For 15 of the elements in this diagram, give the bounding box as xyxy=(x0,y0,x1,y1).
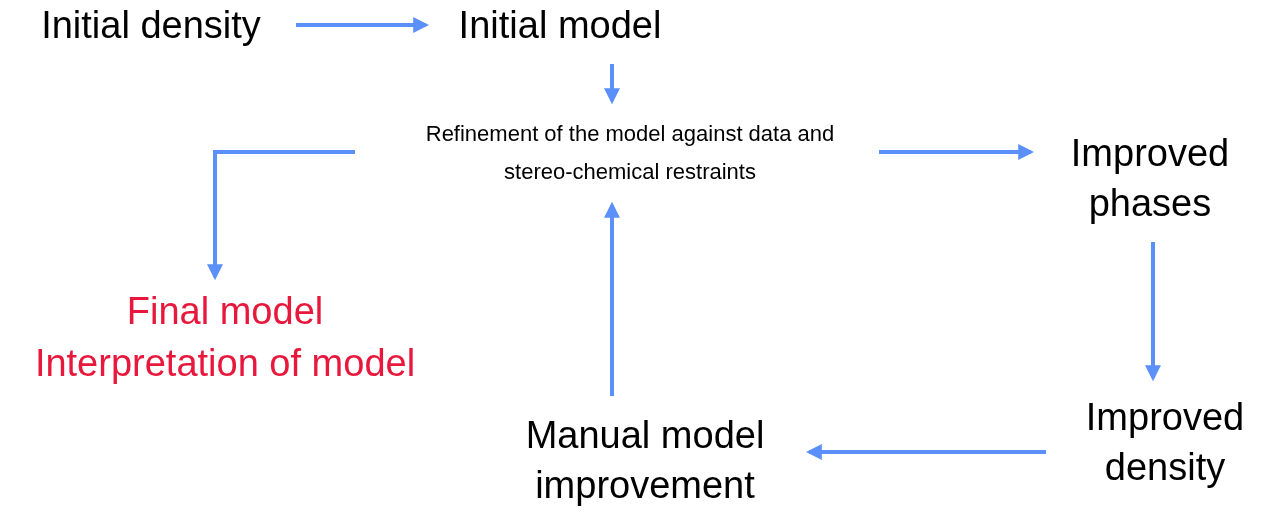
node-label: Improved density xyxy=(1084,395,1246,490)
node-label: Interpretation of model xyxy=(34,341,416,386)
arrow xyxy=(1145,242,1161,382)
node-label: Initial density xyxy=(41,3,261,48)
arrow xyxy=(604,201,620,396)
node-label: Final model xyxy=(126,289,324,334)
arrow xyxy=(805,444,1046,460)
node-label: Initial model xyxy=(458,3,662,48)
arrow xyxy=(296,17,430,33)
node-label: Manual model improvement xyxy=(524,413,766,508)
arrow xyxy=(604,64,620,105)
arrow xyxy=(879,144,1035,160)
node-label: Improved phases xyxy=(1069,131,1231,226)
arrow xyxy=(207,150,355,281)
node-label: Refinement of the model against data and stereo-chemical restraints xyxy=(424,120,836,186)
